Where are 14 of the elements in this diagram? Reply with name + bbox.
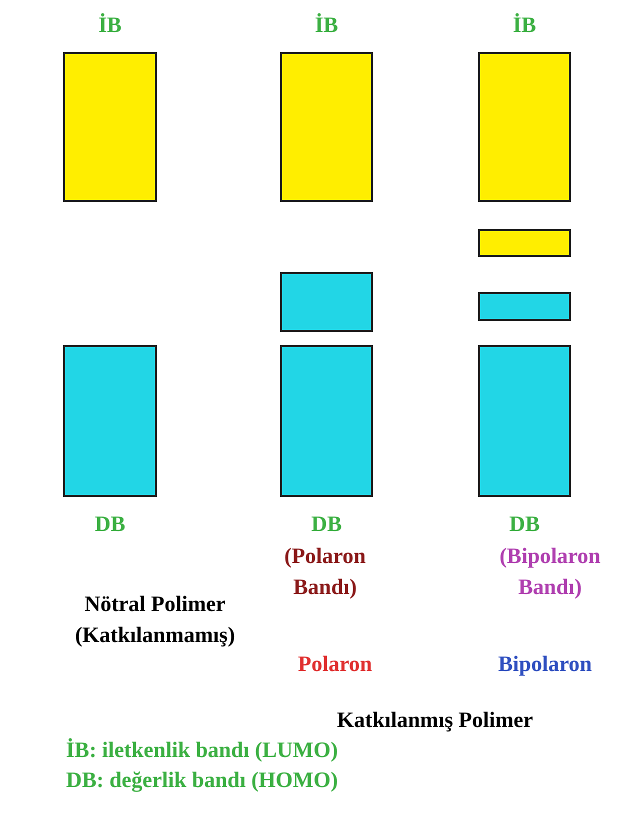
band-label: İB xyxy=(314,12,338,38)
column-caption: Nötral Polimer (Katkılanmamış) xyxy=(74,590,236,649)
state-label: Bipolaron xyxy=(497,650,593,678)
band-caption: (Polaron Bandı) xyxy=(283,542,367,601)
band-label: DB xyxy=(311,511,342,537)
band-label: İB xyxy=(98,12,122,38)
band-label: DB xyxy=(94,511,126,537)
state-label: Polaron xyxy=(296,650,374,678)
band-caption: (Bipolaron Bandı) xyxy=(498,542,602,601)
legend-note: İB: iletkenlik bandı (LUMO) xyxy=(66,736,339,764)
legend-note: DB: değerlik bandı (HOMO) xyxy=(66,766,339,794)
band-label: İB xyxy=(512,12,536,38)
band-label: DB xyxy=(509,511,540,537)
group-caption: Katkılanmış Polimer xyxy=(336,706,534,734)
